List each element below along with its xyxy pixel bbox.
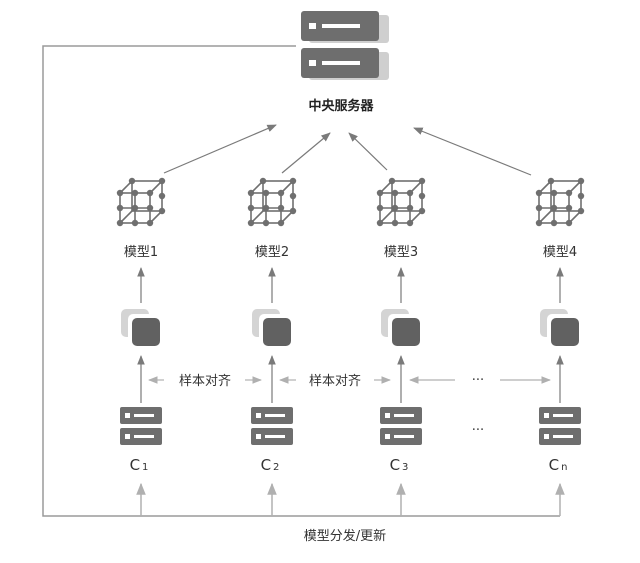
client-server-icon <box>120 407 162 445</box>
alignment-ellipsis: ··· <box>472 373 484 388</box>
client-server-icon <box>539 407 581 445</box>
distribution-loop <box>42 45 565 517</box>
client-server-icon <box>251 407 293 445</box>
upload-arrows <box>163 124 532 176</box>
central-server-icon <box>301 11 389 80</box>
model-cube-icon <box>376 177 426 227</box>
central-server-label: 中央服务器 <box>308 98 374 114</box>
alignment-label-1: 样本对齐 <box>179 373 231 389</box>
clients-ellipsis: ··· <box>472 423 484 438</box>
model-label: 模型3 <box>384 245 418 260</box>
data-block-icon <box>540 309 579 346</box>
model-label: 模型4 <box>543 245 577 260</box>
model-cube-icon <box>535 177 585 227</box>
model-label: 模型1 <box>124 245 158 260</box>
data-block-icon <box>381 309 420 346</box>
model-cube-icon <box>116 177 166 227</box>
alignment-label-2: 样本对齐 <box>309 373 361 389</box>
model-label: 模型2 <box>255 245 289 260</box>
client-server-icon <box>380 407 422 445</box>
data-block-icon <box>121 309 160 346</box>
distribution-label: 模型分发/更新 <box>304 528 386 544</box>
data-block-icon <box>252 309 291 346</box>
model-cube-icon <box>247 177 297 227</box>
